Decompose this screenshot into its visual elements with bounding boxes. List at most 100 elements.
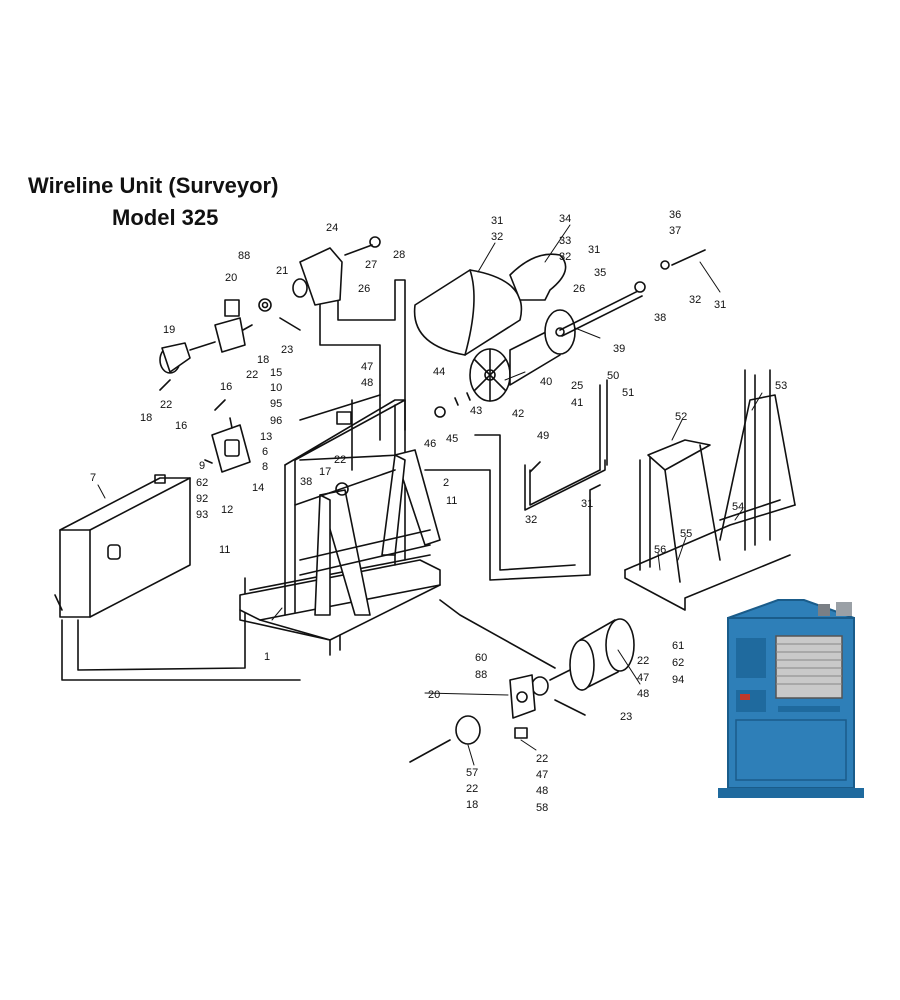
callout-label: 61 [672, 640, 684, 652]
callout-label: 50 [607, 370, 619, 382]
callout-label: 20 [428, 689, 440, 701]
callout-label: 22 [160, 399, 172, 411]
callout-label: 60 [475, 652, 487, 664]
callout-label: 53 [775, 380, 787, 392]
diagram-title-line-1: Wireline Unit (Surveyor) [28, 173, 279, 198]
callout-label: 48 [361, 377, 373, 389]
level-wind-part [524, 379, 608, 511]
callout-label: 88 [475, 669, 487, 681]
right-a-frame-part [624, 369, 796, 611]
cable-routing-lines [319, 279, 601, 669]
callout-label: 6 [262, 446, 268, 458]
main-frame-part [239, 394, 441, 656]
callout-label: 42 [512, 408, 524, 420]
callout-label: 92 [196, 493, 208, 505]
callout-label: 62 [196, 477, 208, 489]
callout-label: 34 [559, 213, 571, 225]
hydraulic-motor-part [409, 618, 635, 763]
callout-label: 32 [559, 251, 571, 263]
callout-label: 13 [260, 431, 272, 443]
diagram-title-line-2: Model 325 [112, 205, 219, 230]
callout-label: 45 [446, 433, 458, 445]
callout-label: 93 [196, 509, 208, 521]
callout-label: 10 [270, 382, 282, 394]
callout-label: 25 [571, 380, 583, 392]
callout-label: 2 [443, 477, 449, 489]
callout-label: 31 [491, 215, 503, 227]
callout-label: 62 [672, 657, 684, 669]
callout-label: 44 [433, 366, 445, 378]
callout-label: 19 [163, 324, 175, 336]
callout-label: 18 [466, 799, 478, 811]
callout-label: 96 [270, 415, 282, 427]
callout-label: 39 [613, 343, 625, 355]
callout-label: 1 [264, 651, 270, 663]
callout-label: 37 [669, 225, 681, 237]
callout-label: 27 [365, 259, 377, 271]
callout-label: 22 [466, 783, 478, 795]
callout-label: 23 [620, 711, 632, 723]
callout-label: 31 [714, 299, 726, 311]
callout-label: 7 [90, 472, 96, 484]
valve-block-part [204, 417, 251, 473]
callout-label: 56 [654, 544, 666, 556]
callout-label: 47 [637, 672, 649, 684]
callout-label: 43 [470, 405, 482, 417]
callout-label: 23 [281, 344, 293, 356]
callout-label: 11 [446, 495, 457, 507]
callout-label: 40 [540, 376, 552, 388]
callout-label: 8 [262, 461, 268, 473]
callout-label: 48 [536, 785, 548, 797]
callout-label: 49 [537, 430, 549, 442]
callout-label: 33 [559, 235, 571, 247]
callout-label: 22 [334, 454, 346, 466]
callout-label: 36 [669, 209, 681, 221]
callout-label: 18 [257, 354, 269, 366]
callout-label: 95 [270, 398, 282, 410]
callout-labels: 31 32 34 33 32 31 35 26 36 37 32 31 38 3… [90, 209, 787, 814]
callout-label: 94 [672, 674, 684, 686]
callout-label: 32 [491, 231, 503, 243]
callout-label: 26 [573, 283, 585, 295]
callout-label: 47 [361, 361, 373, 373]
callout-label: 16 [220, 381, 232, 393]
callout-label: 41 [571, 397, 583, 409]
callout-label: 58 [536, 802, 548, 814]
callout-label: 20 [225, 272, 237, 284]
callout-label: 18 [140, 412, 152, 424]
callout-label: 22 [246, 369, 258, 381]
callout-label: 32 [525, 514, 537, 526]
callout-label: 21 [276, 265, 288, 277]
callout-label: 17 [319, 466, 331, 478]
callout-label: 11 [219, 544, 230, 556]
callout-label: 31 [581, 498, 593, 510]
callout-label: 88 [238, 250, 250, 262]
drum-assembly [413, 249, 706, 418]
callout-label: 31 [588, 244, 600, 256]
callout-label: 54 [732, 501, 744, 513]
callout-label: 38 [654, 312, 666, 324]
callout-label: 22 [637, 655, 649, 667]
callout-label: 47 [536, 769, 548, 781]
wireline-unit-photo [718, 598, 864, 810]
callout-label: 35 [594, 267, 606, 279]
callout-label: 32 [689, 294, 701, 306]
upper-pump-assembly [159, 236, 381, 411]
control-box-part [54, 474, 301, 681]
callout-label: 26 [358, 283, 370, 295]
callout-label: 12 [221, 504, 233, 516]
callout-label: 48 [637, 688, 649, 700]
callout-label: 28 [393, 249, 405, 261]
callout-label: 38 [300, 476, 312, 488]
callout-label: 51 [622, 387, 634, 399]
callout-label: 22 [536, 753, 548, 765]
callout-label: 52 [675, 411, 687, 423]
callout-label: 46 [424, 438, 436, 450]
callout-label: 14 [252, 482, 264, 494]
callout-label: 15 [270, 367, 282, 379]
callout-label: 9 [199, 460, 205, 472]
callout-label: 55 [680, 528, 692, 540]
callout-label: 24 [326, 222, 338, 234]
callout-label: 16 [175, 420, 187, 432]
